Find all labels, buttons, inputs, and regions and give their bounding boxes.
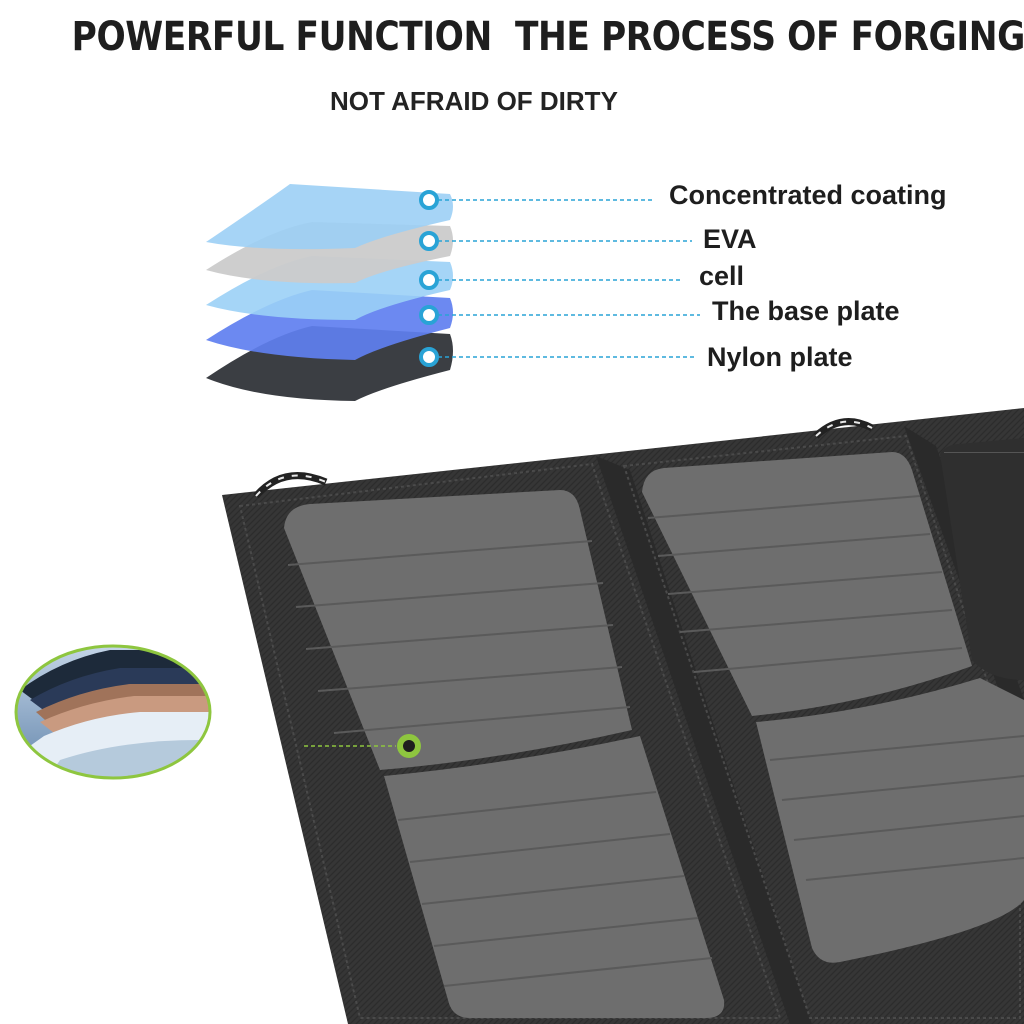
layer-label-nylon-plate: Nylon plate bbox=[707, 342, 853, 372]
cell-group-left bbox=[284, 490, 725, 1018]
layer-marker-icon bbox=[419, 270, 439, 290]
panel-handle bbox=[253, 472, 328, 499]
layer-leaders bbox=[419, 190, 700, 367]
layer-marker-icon bbox=[419, 305, 439, 325]
layer-label-cell: cell bbox=[699, 261, 745, 291]
layer-label-concentrated-coating: Concentrated coating bbox=[669, 180, 947, 210]
cell-upper-right bbox=[642, 452, 972, 716]
layer-marker-icon bbox=[419, 347, 439, 367]
layer-marker-icon bbox=[419, 190, 439, 210]
zoom-ring bbox=[14, 644, 212, 780]
layer-concentrated-coating bbox=[206, 184, 453, 250]
layer-label-eva: EVA bbox=[703, 224, 757, 254]
cell-lower-left bbox=[384, 736, 725, 1018]
cross-section-zoom bbox=[14, 644, 212, 780]
page-subtitle: NOT AFRAID OF DIRTY bbox=[330, 86, 618, 116]
cell-lower-right bbox=[756, 678, 1024, 963]
layer-label-base-plate: The base plate bbox=[712, 296, 900, 326]
layer-marker-icon bbox=[419, 231, 439, 251]
solar-panel bbox=[222, 408, 1024, 1024]
layer-stack bbox=[206, 184, 453, 401]
cell-upper-left bbox=[284, 490, 632, 770]
cell-group-right bbox=[642, 452, 1024, 963]
